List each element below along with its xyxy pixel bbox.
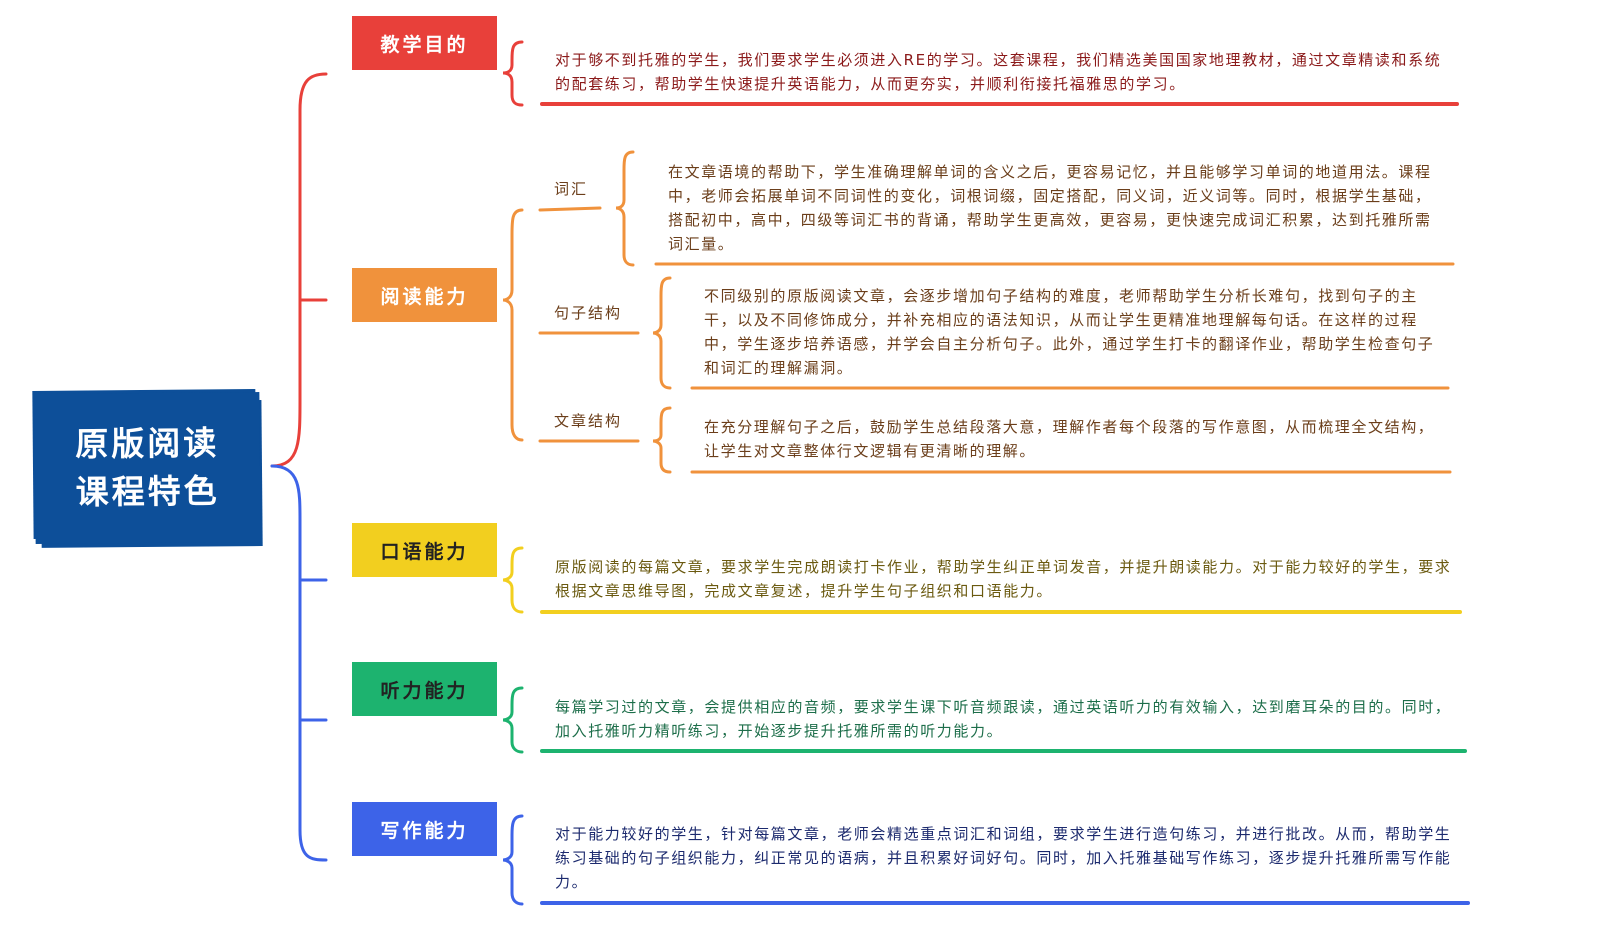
bracket-goal: [502, 40, 524, 107]
bracket-vocab: [615, 150, 635, 267]
branch-label-reading: 阅读能力: [352, 268, 497, 322]
branch-text-speaking: 原版阅读的每篇文章，要求学生完成朗读打卡作业，帮助学生纠正单词发音，并提升朗读能…: [555, 558, 1452, 600]
bracket-sentence: [652, 276, 672, 390]
branch-text-listening: 每篇学习过的文章，会提供相应的音频，要求学生课下听音频跟读，通过英语听力的有效输…: [555, 698, 1452, 740]
bracket-reading: [502, 208, 524, 442]
sub-label-structure: 文章结构: [554, 412, 623, 430]
sub-text-vocab: 在文章语境的帮助下，学生准确理解单词的含义之后，更容易记忆，并且能够学习单词的地…: [668, 163, 1432, 253]
sub-text-sentence: 不同级别的原版阅读文章，会逐步增加句子结构的难度，老师帮助学生分析长难句，找到句…: [704, 287, 1435, 377]
central-topic: 原版阅读课程特色: [34, 392, 261, 544]
central-topic-line2: 课程特色: [75, 471, 220, 512]
branch-label-speaking: 口语能力: [352, 523, 497, 577]
bracket-structure: [652, 406, 672, 474]
connector-goal: [270, 72, 328, 468]
bracket-speaking: [502, 546, 524, 614]
central-topic-line1: 原版阅读: [75, 423, 220, 464]
branch-label-goal: 教学目的: [352, 16, 497, 70]
branch-text-goal: 对于够不到托雅的学生，我们要求学生必须进入RE的学习。这套课程，我们精选美国国家…: [555, 51, 1442, 93]
bracket-listening: [502, 686, 524, 754]
connector-lower: [270, 464, 328, 862]
sub-label-vocab: 词汇: [554, 180, 589, 198]
sub-label-sentence: 句子结构: [554, 304, 623, 322]
branch-label-listening: 听力能力: [352, 662, 497, 716]
branch-label-writing: 写作能力: [352, 802, 497, 856]
bracket-writing: [502, 814, 524, 906]
branch-text-writing: 对于能力较好的学生，针对每篇文章，老师会精选重点词汇和词组，要求学生进行造句练习…: [555, 825, 1452, 891]
sub-text-structure: 在充分理解句子之后，鼓励学生总结段落大意，理解作者每个段落的写作意图，从而梳理全…: [704, 418, 1435, 460]
